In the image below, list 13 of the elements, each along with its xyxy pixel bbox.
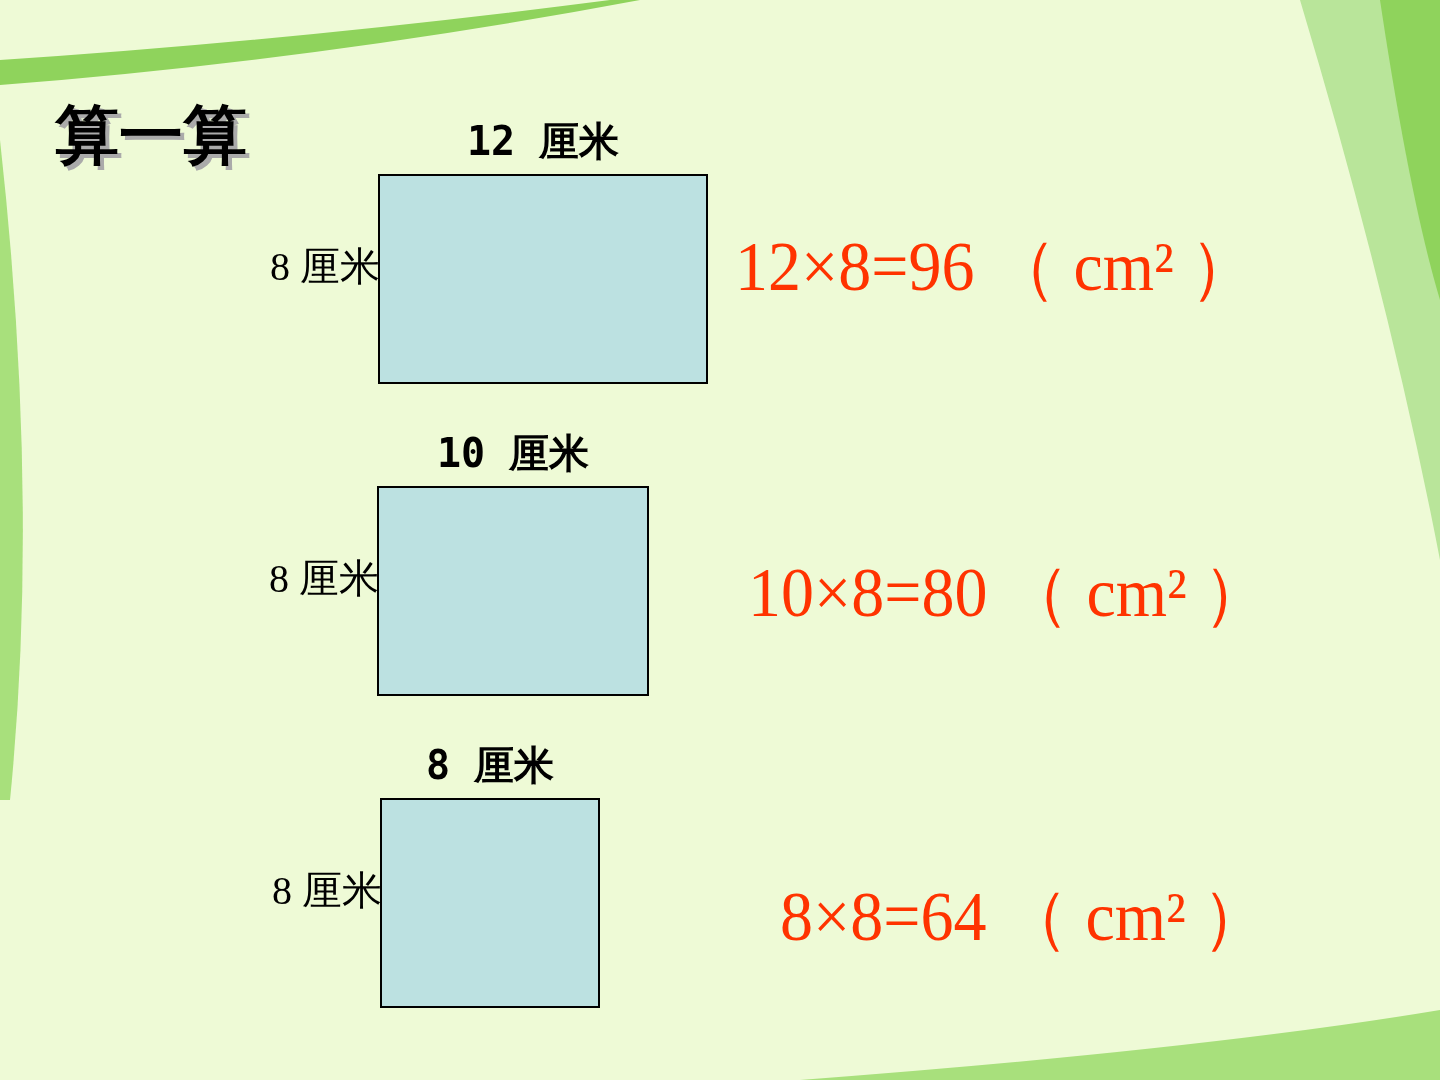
dimension-label: 8 厘米 (269, 554, 379, 603)
formula-text: 10×8=80 （ cm² ） (748, 553, 1270, 633)
formula-text: 8×8=64 （ cm² ） (780, 877, 1269, 957)
rectangle (378, 174, 708, 384)
dimension-label: 8 厘米 (270, 242, 380, 291)
formula-text: 12×8=96 （ cm² ） (735, 227, 1257, 307)
rectangle (380, 798, 600, 1008)
rectangle (377, 486, 649, 696)
dimension-label: 12 厘米 (466, 117, 620, 166)
dimension-label: 10 厘米 (436, 429, 590, 478)
title: 算一算 (55, 97, 247, 174)
dimension-label: 8 厘米 (425, 741, 555, 790)
dimension-label: 8 厘米 (272, 866, 382, 915)
